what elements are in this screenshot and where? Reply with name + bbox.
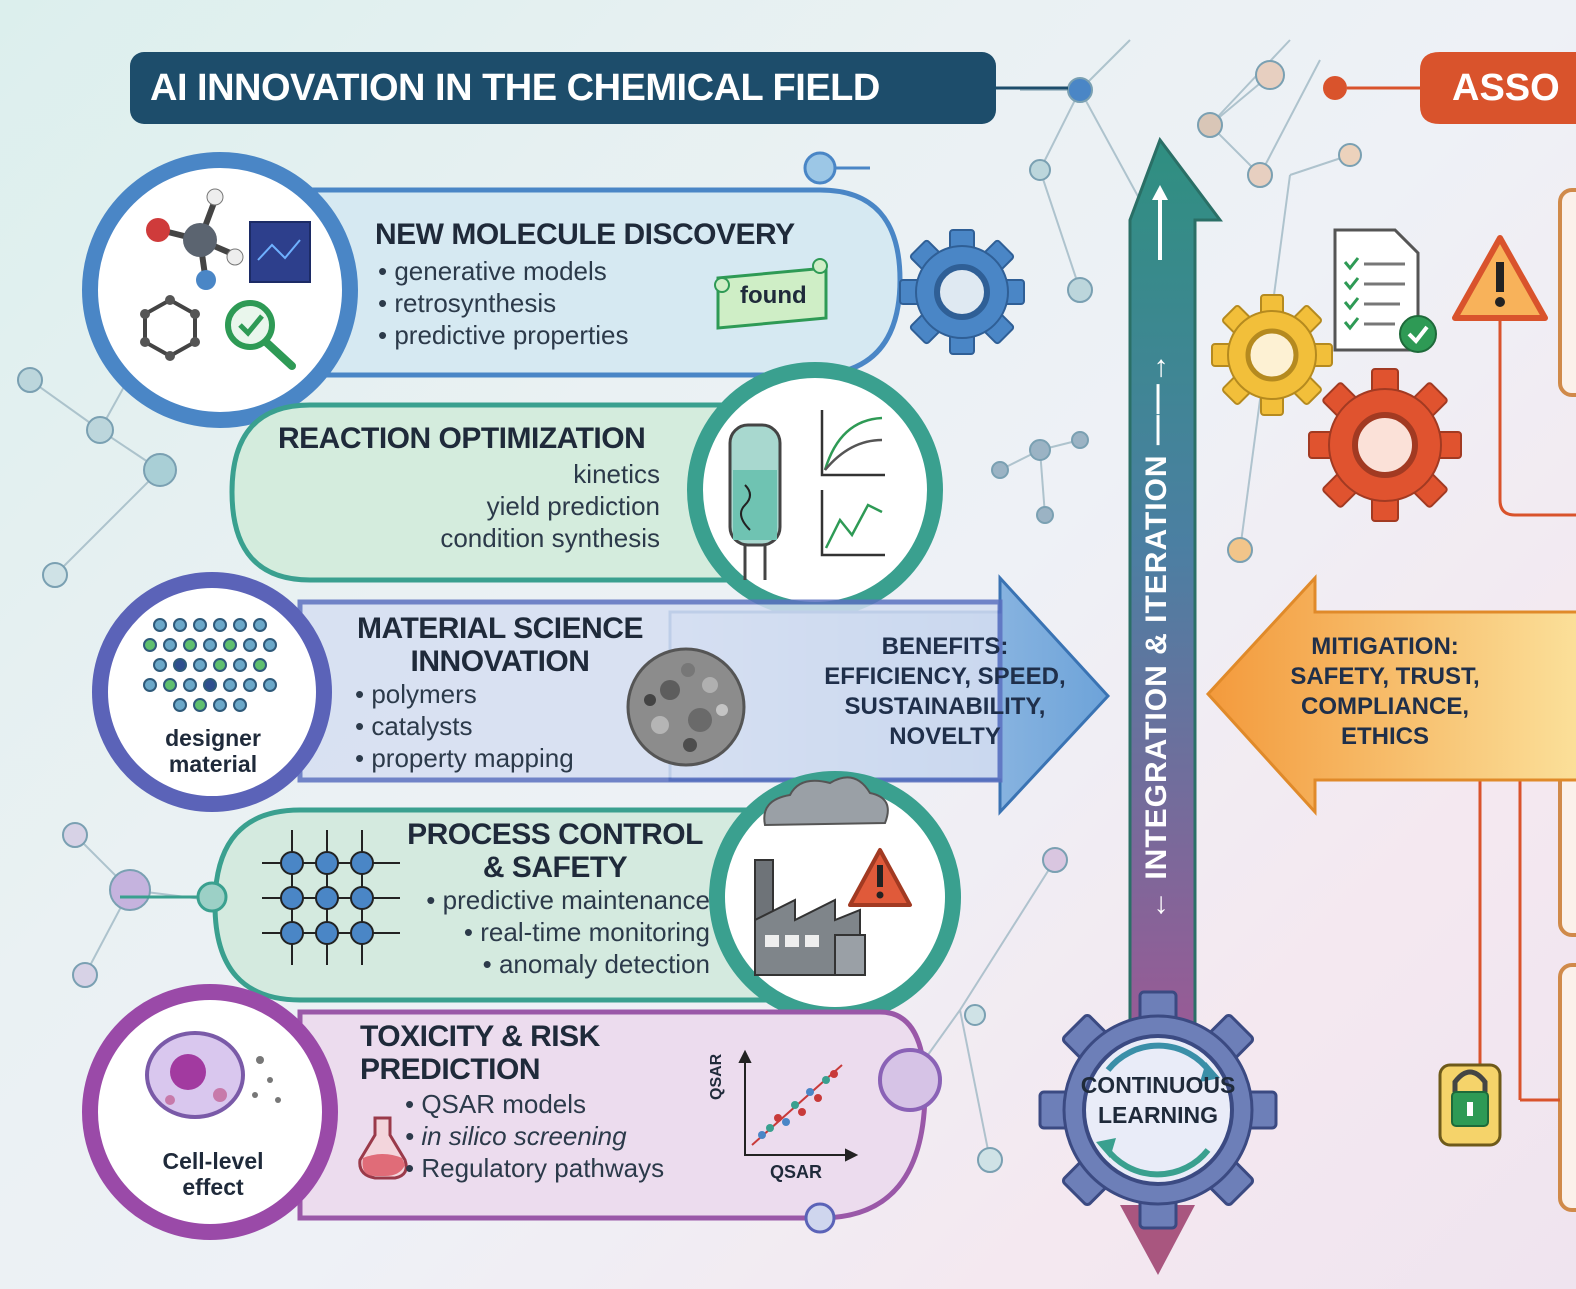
continuous-learning-label: CONTINUOUS LEARNING <box>1070 1070 1246 1130</box>
found-badge-label: found <box>740 282 807 309</box>
list-item: • QSAR models <box>405 1089 587 1119</box>
kinetics-chart-icon <box>820 410 885 557</box>
title-line: PREDICTION <box>360 1053 541 1086</box>
title-line: TOXICITY & RISK <box>360 1020 600 1053</box>
benefits-line: EFFICIENCY, SPEED, <box>824 663 1066 690</box>
caption-line: material <box>168 751 258 777</box>
list-item: condition synthesis <box>440 523 660 553</box>
catalyst-texture-icon <box>626 647 746 767</box>
list-item: • retrosynthesis <box>378 288 557 318</box>
caption-line: designer <box>165 725 261 751</box>
qsar-scatter-plot <box>738 1049 859 1162</box>
benzene-icon <box>140 295 200 361</box>
section-material-science <box>92 572 1003 812</box>
factory-icon <box>754 776 889 976</box>
mitigation-line: SAFETY, TRUST, <box>1290 663 1480 690</box>
qsar-x-label: QSAR <box>770 1162 823 1182</box>
section-list-process-control: • predictive maintenance • real-time mon… <box>395 884 710 980</box>
caption-line: Cell-level <box>162 1148 264 1174</box>
mitigation-line: ETHICS <box>1340 723 1429 750</box>
padlock-icon <box>1438 1063 1502 1147</box>
section-list-material-science: • polymers • catalysts • property mappin… <box>355 678 574 774</box>
warning-triangle-icon <box>1452 235 1548 321</box>
caption-line: effect <box>182 1174 244 1200</box>
orange-gear-icon <box>1308 368 1462 522</box>
continuous-learning-gear <box>1038 990 1278 1230</box>
title-line: MATERIAL SCIENCE <box>357 612 643 645</box>
right-gears <box>1211 294 1462 522</box>
found-scroll-icon <box>714 258 828 330</box>
molecule-screen-icon <box>249 221 311 283</box>
section-title-reaction-optimization: REACTION OPTIMIZATION <box>278 422 646 455</box>
title-line: PROCESS CONTROL <box>407 818 703 851</box>
list-item: • polymers <box>355 679 477 709</box>
sensor-grid-icon <box>262 830 400 965</box>
molecule-icon <box>146 188 244 290</box>
section-title-process-control: PROCESS CONTROL & SAFETY <box>400 818 710 884</box>
header-right-bar <box>1323 52 1576 124</box>
section-new-molecule-discovery <box>82 151 903 428</box>
right-section-title: ASSO <box>1452 67 1560 109</box>
flask-icon <box>358 1116 408 1180</box>
list-item: • generative models <box>378 256 607 286</box>
yellow-gear-icon <box>1211 294 1333 416</box>
benefits-line: NOVELTY <box>889 723 1001 750</box>
list-item: • Regulatory pathways <box>405 1153 665 1183</box>
warning-icon <box>848 848 912 907</box>
section-title-toxicity: TOXICITY & RISK PREDICTION <box>360 1020 600 1086</box>
gear-icon <box>899 229 1025 355</box>
section-process-control <box>120 771 961 1023</box>
designer-material-caption: designer material <box>140 725 286 777</box>
cycle-line: CONTINUOUS <box>1080 1072 1236 1098</box>
section-reaction-optimization <box>229 362 943 618</box>
header-title-bar <box>130 52 1068 124</box>
list-item: • predictive maintenance <box>426 885 710 915</box>
mitigation-text: MITIGATION: SAFETY, TRUST, COMPLIANCE, E… <box>1270 632 1500 752</box>
section-title-material-science: MATERIAL SCIENCE INNOVATION <box>330 612 670 678</box>
section-list-toxicity: • QSAR models • in silico screening • Re… <box>405 1088 664 1184</box>
section-title-new-molecule: NEW MOLECULE DISCOVERY <box>375 218 795 251</box>
section-toxicity <box>82 984 942 1240</box>
cell-icon <box>145 1031 281 1119</box>
mitigation-line: MITIGATION: <box>1311 633 1459 660</box>
page-title: AI INNOVATION IN THE CHEMICAL FIELD <box>150 67 880 109</box>
qsar-y-label: QSAR <box>708 1053 725 1100</box>
list-item: • anomaly detection <box>482 949 710 979</box>
section-list-reaction-optimization: kinetics yield prediction condition synt… <box>360 458 660 554</box>
list-item: • real-time monitoring <box>463 917 710 947</box>
reactor-icon <box>728 423 782 580</box>
mitigation-arrow <box>1205 574 1576 816</box>
background-nodes <box>17 60 1362 1173</box>
title-line: & SAFETY <box>482 851 628 884</box>
benefits-line: BENEFITS: <box>881 633 1009 660</box>
benefits-line: SUSTAINABILITY, <box>844 693 1046 720</box>
list-item: • catalysts <box>355 711 473 741</box>
cell-level-caption: Cell-level effect <box>140 1148 286 1200</box>
checklist-document-icon <box>1333 228 1437 353</box>
magnifier-check-icon <box>225 300 296 370</box>
list-item: • property mapping <box>355 743 574 773</box>
benefits-text: BENEFITS: EFFICIENCY, SPEED, SUSTAINABIL… <box>810 632 1080 752</box>
list-item: yield prediction <box>486 491 660 521</box>
title-line: INNOVATION <box>410 645 590 678</box>
integration-iteration-label: ← INTEGRATION & ITERATION ——→ <box>1140 352 1173 920</box>
list-item: • predictive properties <box>378 320 629 350</box>
cycle-line: LEARNING <box>1097 1102 1219 1128</box>
mitigation-line: COMPLIANCE, <box>1301 693 1469 720</box>
list-item: • in silico screening <box>405 1121 627 1151</box>
section-list-new-molecule: • generative models • retrosynthesis • p… <box>378 255 628 351</box>
lattice-icon <box>143 618 277 712</box>
list-item: kinetics <box>573 459 660 489</box>
